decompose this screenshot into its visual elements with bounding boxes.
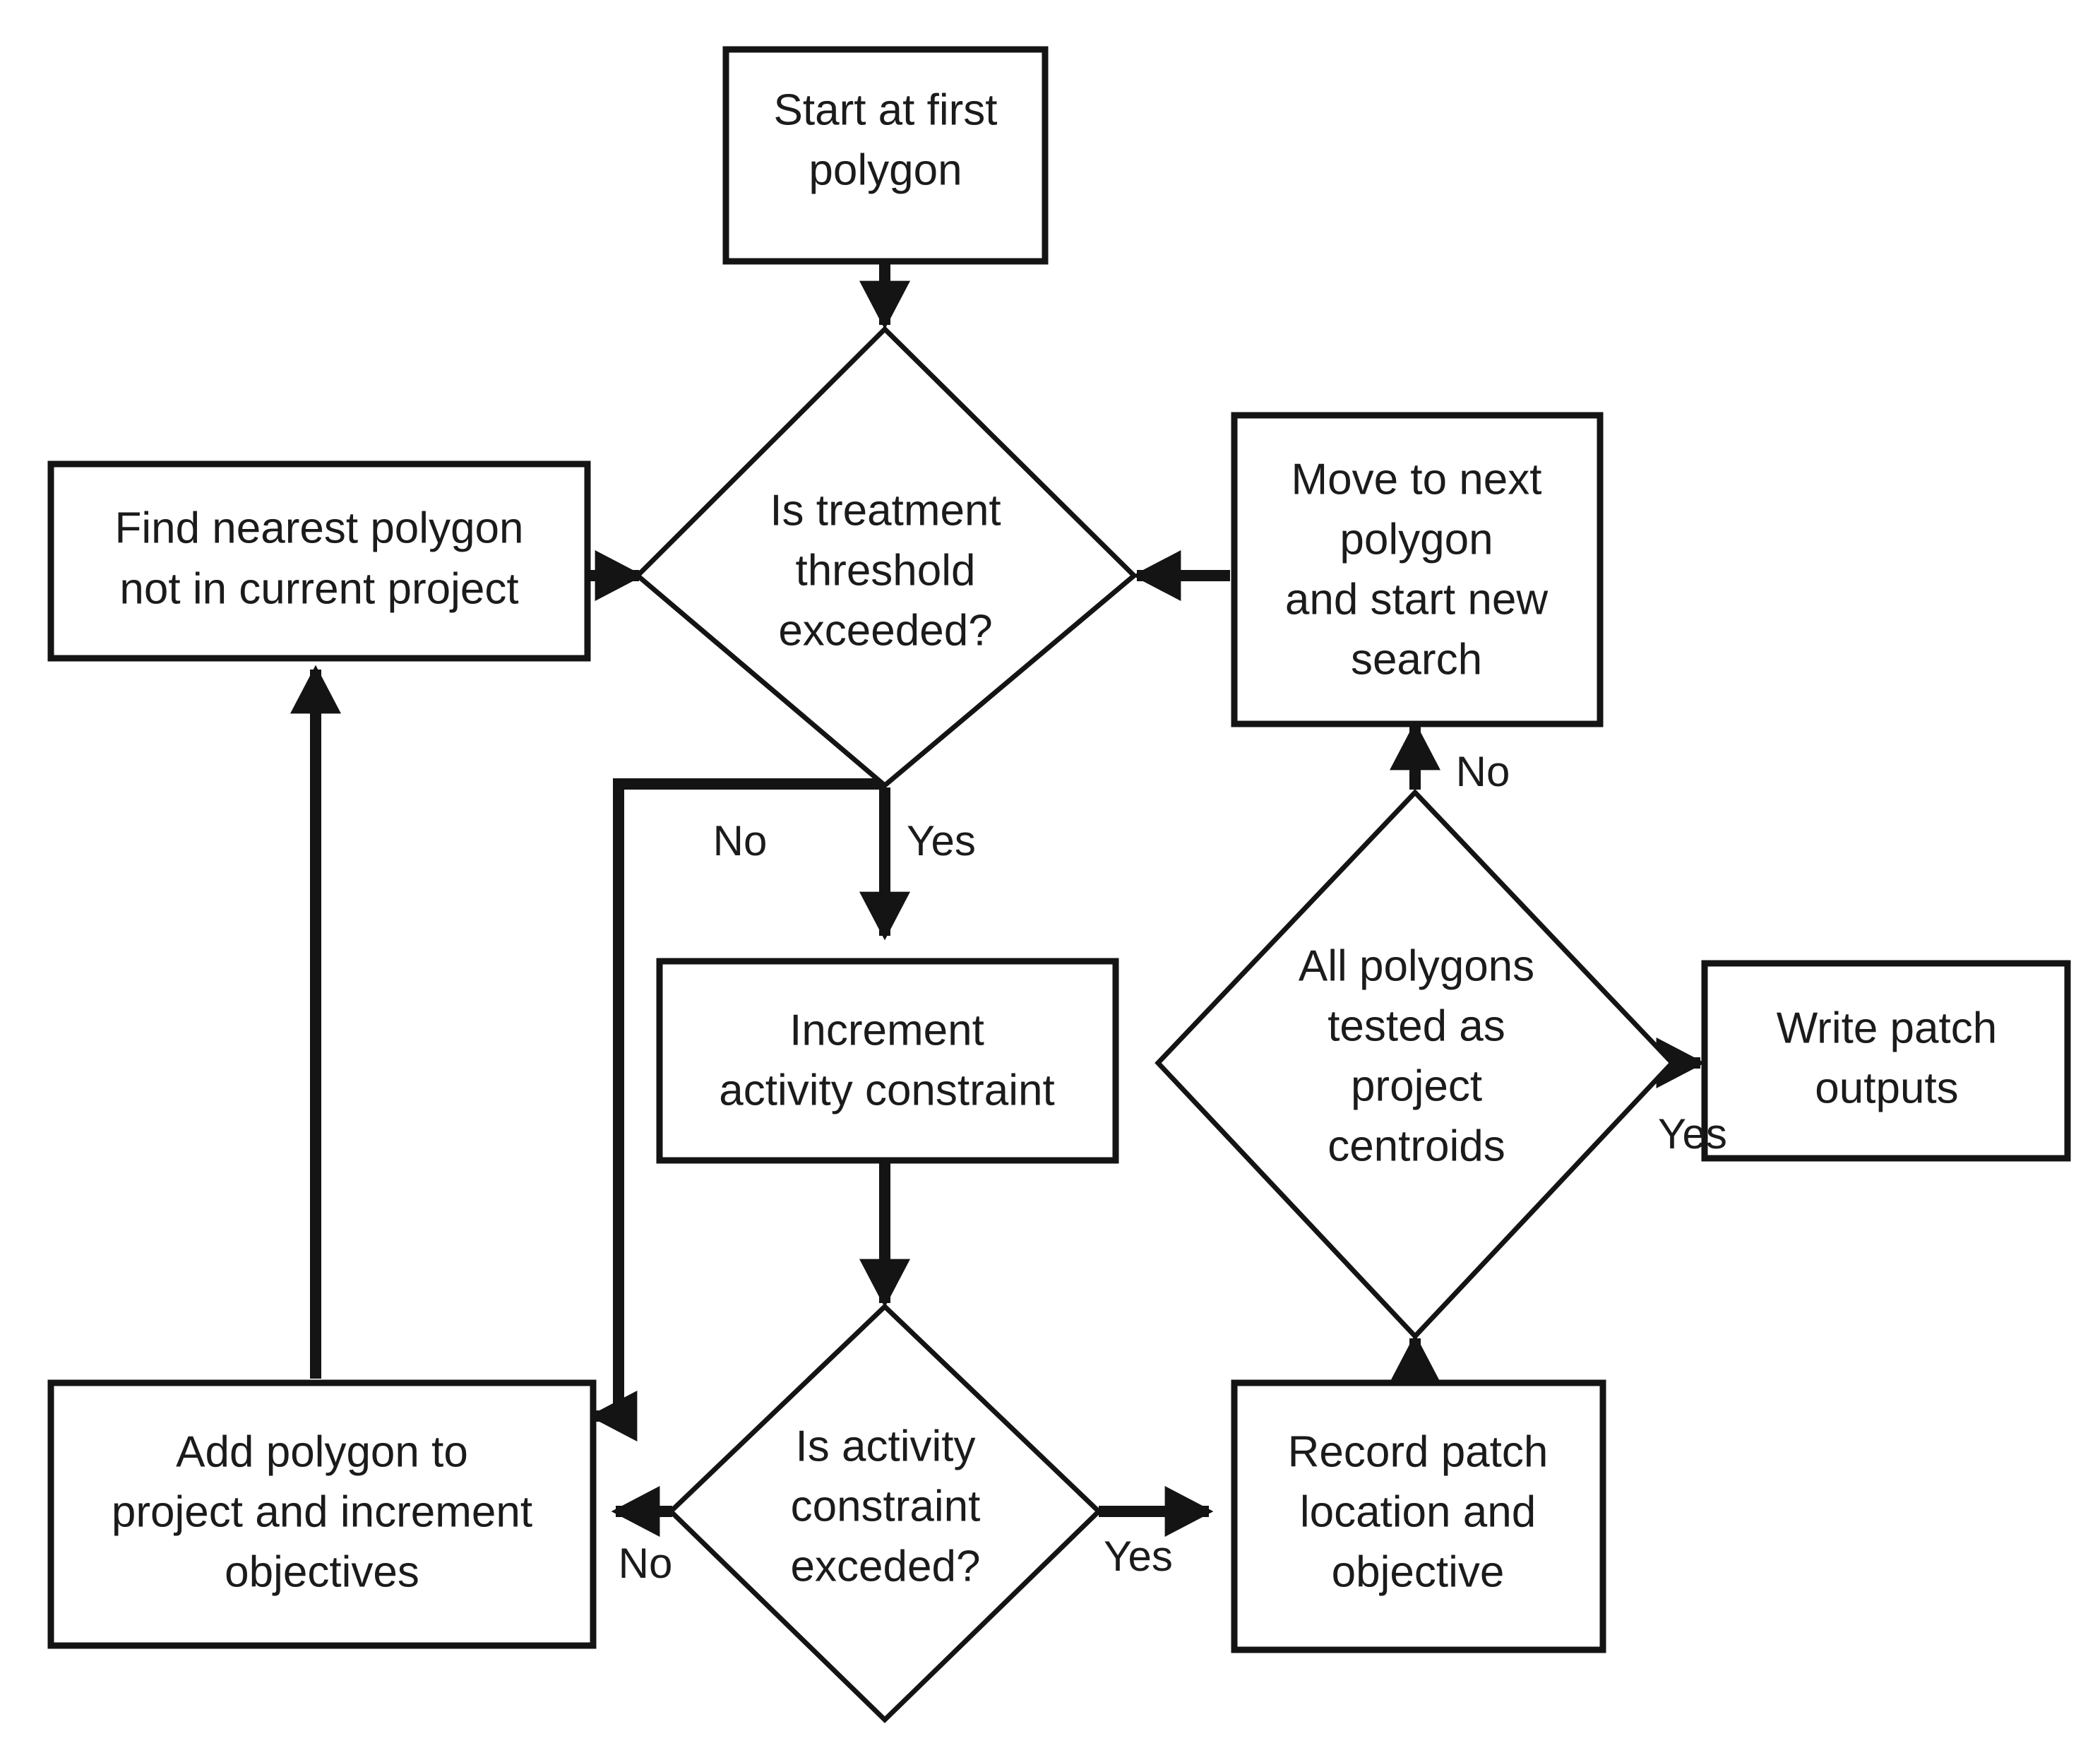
node-start-line-1: Start at first	[774, 85, 998, 134]
node-increment-line-2: activity constraint	[719, 1066, 1055, 1114]
node-alltested-line-3: project	[1351, 1062, 1482, 1110]
node-write-patch-line-2: outputs	[1815, 1064, 1958, 1112]
edge-label-activity-no: No	[619, 1540, 673, 1587]
node-add-polygon-line-2: project and increment	[112, 1487, 532, 1536]
node-alltested-line-1: All polygons	[1299, 941, 1534, 990]
node-record-patch-line-1: Record patch	[1288, 1427, 1549, 1476]
node-increment-line-1: Increment	[789, 1006, 984, 1054]
node-move-next-line-1: Move to next	[1291, 455, 1542, 504]
node-add-polygon-to-project[interactable]	[47, 1379, 597, 1649]
edge-label-activity-yes: Yes	[1104, 1533, 1173, 1580]
node-move-next-line-2: polygon	[1340, 515, 1493, 564]
node-record-patch-location[interactable]	[1231, 1379, 1606, 1653]
node-move-next-line-4: search	[1351, 635, 1482, 684]
node-add-polygon-line-1: Add polygon to	[176, 1427, 468, 1476]
edge-label-alltested-no: No	[1456, 748, 1510, 795]
node-alltested-line-4: centroids	[1328, 1122, 1505, 1170]
node-write-patch-line-1: Write patch	[1777, 1004, 1997, 1052]
node-start-line-2: polygon	[809, 145, 962, 194]
node-increment-activity-constraint[interactable]	[656, 958, 1119, 1164]
node-move-next-line-3: and start new	[1285, 575, 1548, 624]
node-threshold-line-3: exceeded?	[778, 606, 992, 655]
node-alltested-line-2: tested as	[1328, 1001, 1505, 1050]
node-write-patch-outputs[interactable]	[1701, 960, 2071, 1162]
node-is-treatment-threshold-exceeded[interactable]	[633, 326, 1138, 789]
node-activity-line-1: Is activity	[796, 1422, 976, 1470]
node-threshold-line-1: Is treatment	[770, 486, 1001, 535]
node-activity-line-2: constraint	[791, 1482, 981, 1530]
node-is-activity-constraint-exceded[interactable]	[667, 1303, 1103, 1723]
node-find-nearest-polygon[interactable]	[47, 460, 591, 662]
node-move-to-next-polygon[interactable]	[1231, 412, 1604, 727]
node-find-nearest-line-1: Find nearest polygon	[114, 504, 523, 552]
node-add-polygon-line-3: objectives	[225, 1547, 419, 1596]
edge-label-threshold-no: No	[713, 817, 768, 864]
edge-label-alltested-yes: Yes	[1658, 1110, 1727, 1158]
edge-label-threshold-yes: Yes	[907, 817, 976, 864]
node-record-patch-line-2: location and	[1300, 1487, 1536, 1536]
node-record-patch-line-3: objective	[1332, 1547, 1505, 1596]
node-all-polygons-tested[interactable]	[1155, 788, 1676, 1340]
node-start-at-first-polygon[interactable]	[722, 46, 1049, 265]
node-find-nearest-line-2: not in current project	[119, 564, 518, 613]
node-threshold-line-2: threshold	[795, 546, 975, 595]
node-activity-line-3: exceded?	[791, 1542, 981, 1591]
